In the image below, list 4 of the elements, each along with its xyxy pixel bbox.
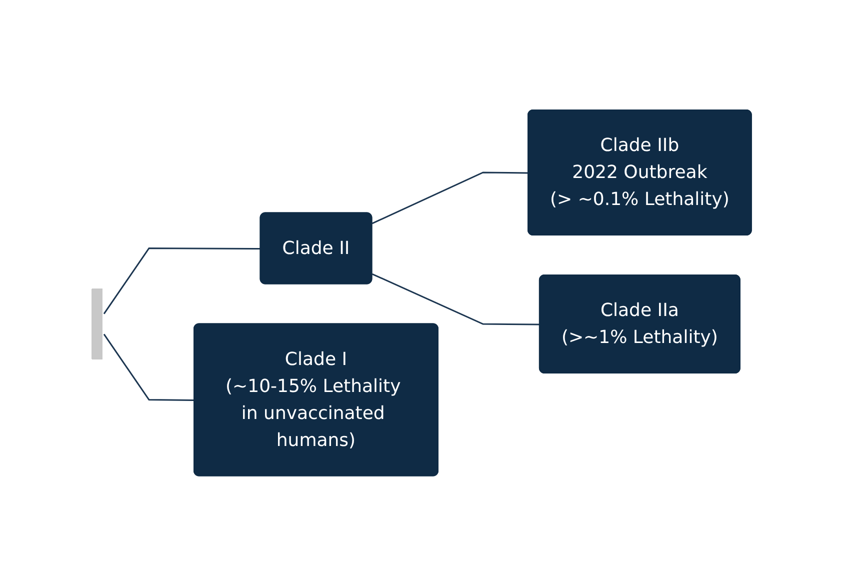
connector <box>372 273 540 326</box>
connector <box>104 334 195 402</box>
connector <box>372 172 529 224</box>
connector <box>104 248 262 314</box>
